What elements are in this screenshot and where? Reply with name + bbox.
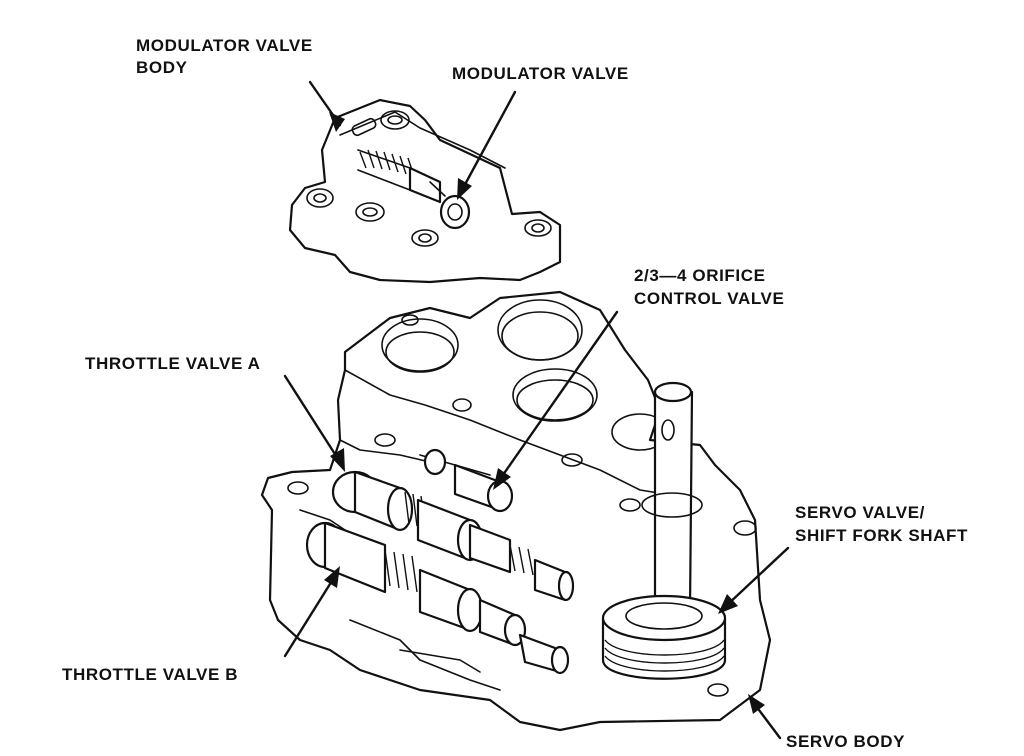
modulator-valve-body-drawing xyxy=(288,98,562,284)
throttle-valve-b-drawing xyxy=(305,521,570,675)
label-servo-body: SERVO BODY xyxy=(786,732,906,751)
label-modulator-valve-body-line2: BODY xyxy=(136,58,188,77)
throttle-valve-a-drawing xyxy=(331,470,575,602)
leader-lines xyxy=(283,80,790,740)
label-throttle-valve-a: THROTTLE VALVE A xyxy=(85,354,261,373)
orifice-control-valve-drawing xyxy=(419,448,514,513)
main-valve-body-drawing xyxy=(260,290,772,732)
label-orifice-control-valve-line1: 2/3—4 ORIFICE xyxy=(634,266,766,285)
modulator-spring xyxy=(357,149,415,191)
label-modulator-valve: MODULATOR VALVE xyxy=(452,64,629,83)
label-modulator-valve-body-line1: MODULATOR VALVE xyxy=(136,36,313,55)
servo-shaft-drawing xyxy=(601,381,727,680)
label-orifice-control-valve-line2: CONTROL VALVE xyxy=(634,289,785,308)
label-servo-valve-line1: SERVO VALVE/ xyxy=(795,503,926,522)
label-servo-valve-line2: SHIFT FORK SHAFT xyxy=(795,526,968,545)
label-throttle-valve-b: THROTTLE VALVE B xyxy=(62,665,239,684)
